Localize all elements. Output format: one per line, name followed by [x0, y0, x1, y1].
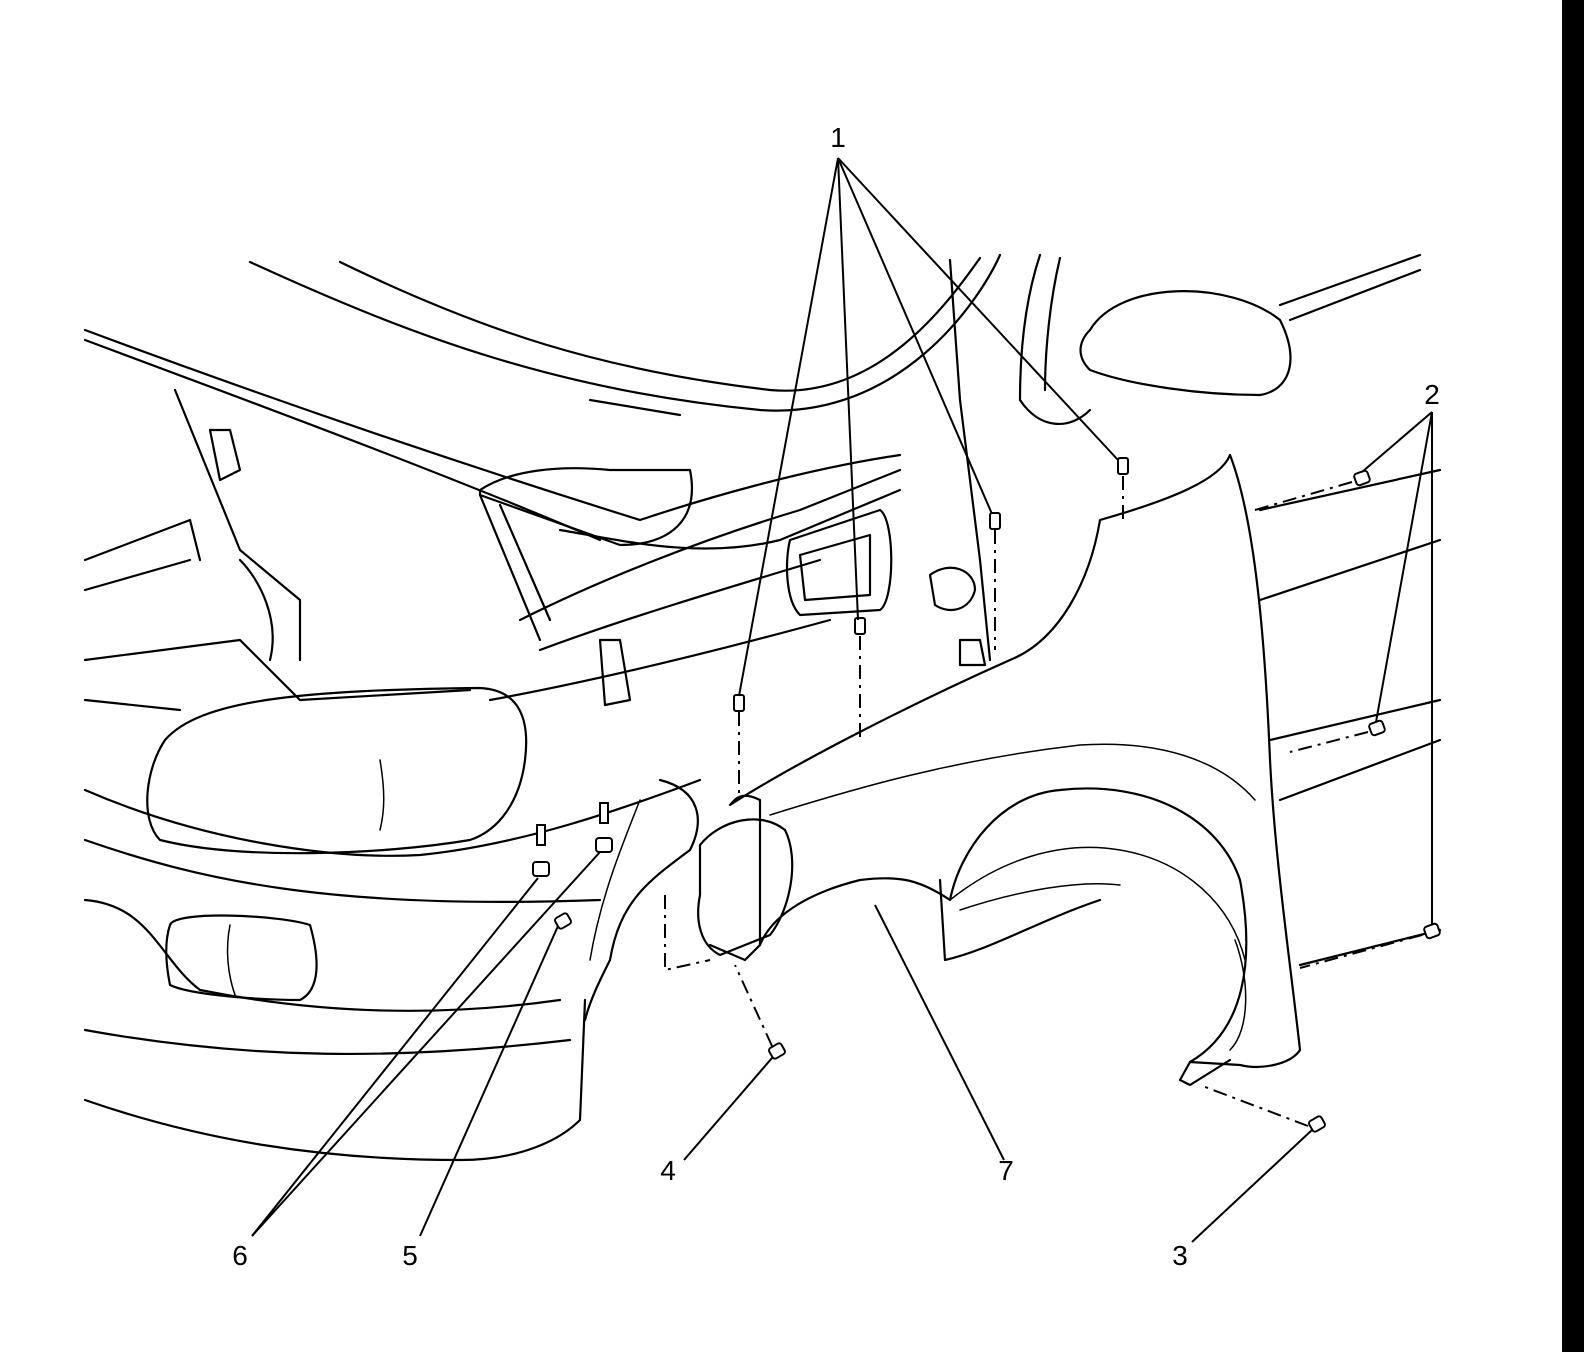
callout-2: 2 [1424, 379, 1440, 410]
callout-4: 4 [660, 1155, 676, 1186]
bolt-2c [1423, 922, 1441, 940]
callout-6: 6 [232, 1240, 248, 1271]
bolt-1a [1117, 457, 1129, 475]
bolt-1d [733, 694, 745, 712]
callout-7: 7 [998, 1155, 1014, 1186]
callout-labels: 1 2 3 4 5 6 7 [232, 122, 1440, 1271]
callout-5: 5 [402, 1240, 418, 1271]
fender-panel [697, 453, 1302, 1087]
alignment-lines [664, 476, 1423, 1127]
bolt-3 [1308, 1115, 1326, 1133]
wheel-well [583, 778, 1121, 1022]
page-edge-bar [1562, 0, 1584, 1352]
fasteners [532, 457, 1441, 1133]
bolt-2a [1353, 469, 1371, 487]
leader-lines [251, 157, 1433, 1243]
bolt-4 [768, 1042, 786, 1060]
bolt-1b [989, 512, 1001, 530]
bolt-5 [554, 912, 572, 930]
bolt-2b [1368, 719, 1386, 737]
callout-1: 1 [830, 122, 846, 153]
stud-nut-6a [532, 824, 550, 877]
bolt-1c [854, 617, 866, 635]
vehicle-body [83, 253, 1442, 1162]
stud-nut-6b [595, 802, 613, 853]
callout-3: 3 [1172, 1240, 1188, 1271]
